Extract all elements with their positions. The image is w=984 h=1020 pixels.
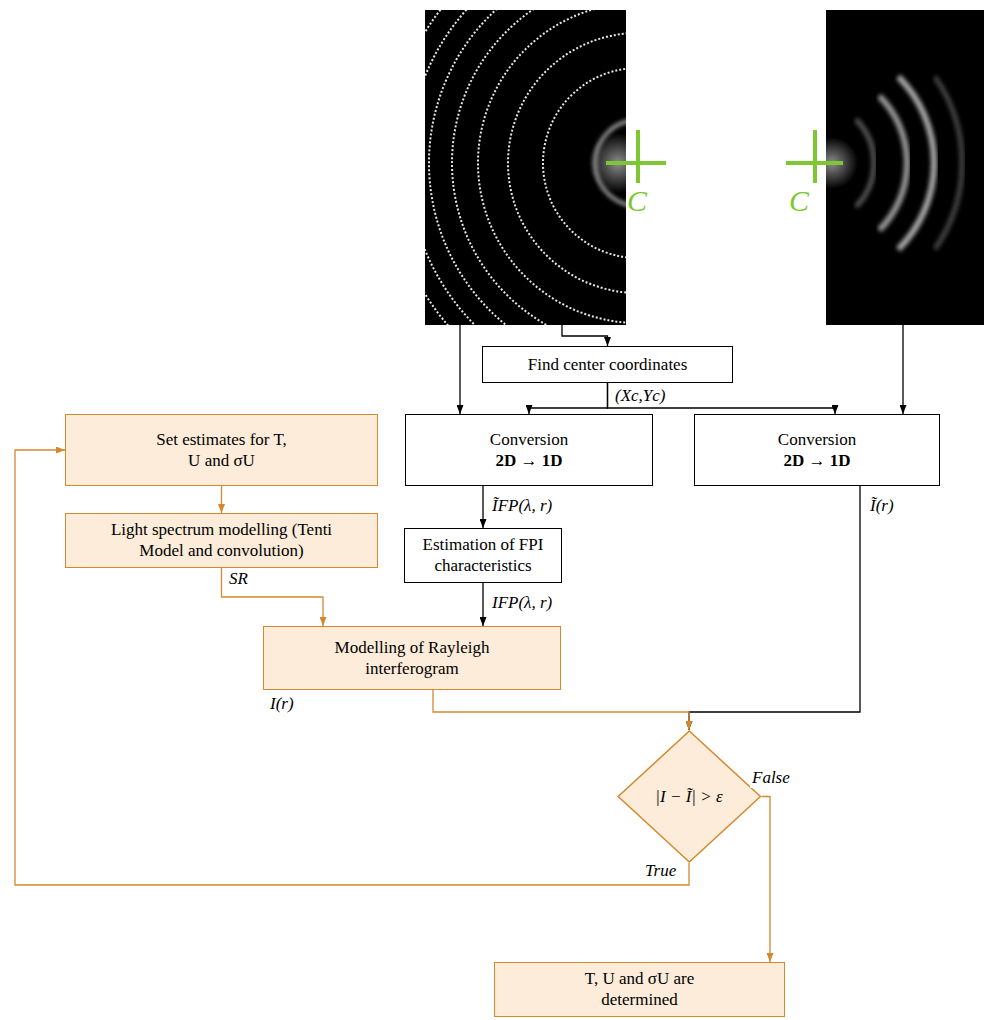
edge-label: IFP(λ, r) <box>490 593 554 613</box>
node-text: Conversion <box>490 429 568 450</box>
flow-arrow <box>482 583 483 627</box>
center-label: C <box>789 186 809 216</box>
flow-arrow <box>529 383 608 414</box>
edge-label: (Xc,Yc) <box>613 386 668 406</box>
flow-arrow <box>15 450 689 885</box>
node-text: Find center coordinates <box>528 354 688 375</box>
edge-label: SR <box>227 569 250 589</box>
flow-arrow <box>689 486 860 730</box>
flow-arrow <box>222 568 324 627</box>
flow-arrow <box>608 383 836 414</box>
flow-arrow <box>433 690 689 730</box>
edge-label: False <box>750 768 792 788</box>
conversion-box: Conversion2D → 1D <box>405 414 653 486</box>
center-cross <box>606 130 666 183</box>
flow-arrow <box>221 486 222 513</box>
edge-label: Ĩ(r) <box>868 496 896 516</box>
conversion-box: Conversion2D → 1D <box>694 414 940 486</box>
model-box: Modelling of Rayleigh interferogram <box>263 626 561 690</box>
fp-rings <box>425 10 626 325</box>
node-subtitle: 2D → 1D <box>783 450 850 471</box>
node-text: Estimation of FPI characteristics <box>413 534 553 577</box>
process-box: Estimation of FPI characteristics <box>404 528 562 583</box>
process-box: Find center coordinates <box>482 346 733 383</box>
node-text: T, U and σU are determined <box>552 968 727 1011</box>
center-cross <box>786 130 843 183</box>
edge-label: ĨFP(λ, r) <box>490 496 554 516</box>
node-text: |I − Ĩ| > ε <box>655 786 722 807</box>
node-text: Modelling of Rayleigh interferogram <box>325 637 500 680</box>
edge-label: True <box>643 861 678 881</box>
center-label: C <box>627 186 647 216</box>
rayleigh-rings <box>826 77 962 250</box>
node-text: Light spectrum modelling (Tenti Model an… <box>111 519 333 562</box>
node-subtitle: 2D → 1D <box>495 450 562 471</box>
node-text: Set estimates for T, U and σU <box>152 429 292 472</box>
estimate-box: Set estimates for T, U and σU <box>65 414 378 486</box>
decision-diamond: |I − Ĩ| > ε <box>617 730 762 863</box>
flow-arrow <box>482 486 483 528</box>
result-box: T, U and σU are determined <box>494 962 785 1017</box>
node-text: Conversion <box>778 429 856 450</box>
flow-arrow <box>761 797 770 963</box>
model-box: Light spectrum modelling (Tenti Model an… <box>65 513 378 568</box>
edge-label: I(r) <box>268 694 296 714</box>
image-lines <box>460 325 903 414</box>
